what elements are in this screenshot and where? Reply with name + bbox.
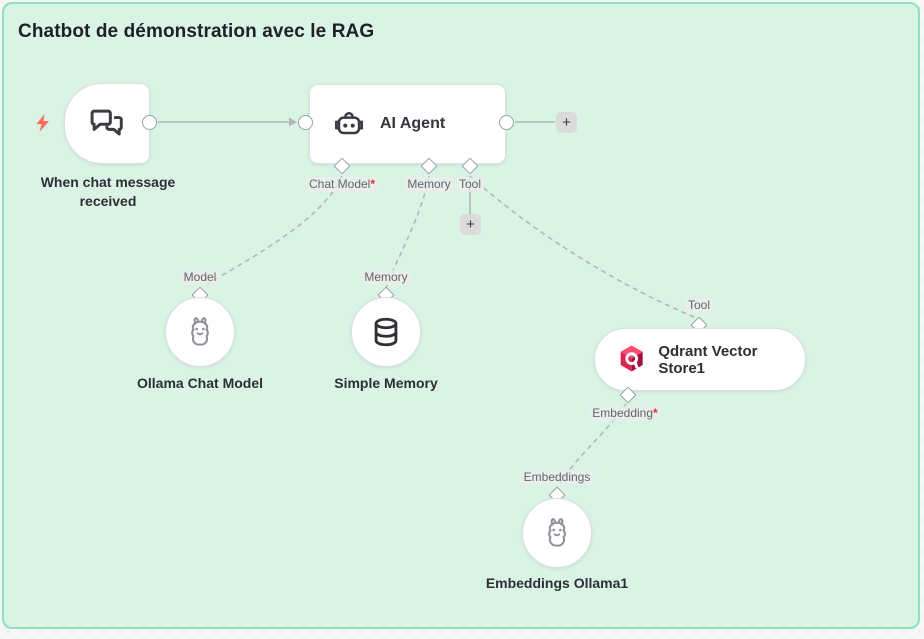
chat-bubbles-icon <box>90 109 123 136</box>
trigger-node-label: When chat message received <box>40 174 176 209</box>
node-simple-memory[interactable] <box>351 297 421 367</box>
agent-port-tool-label: Tool <box>455 177 485 192</box>
node-qdrant-vector-store[interactable]: Qdrant Vector Store1 <box>594 328 806 391</box>
workflow-canvas[interactable]: Chatbot de démonstration avec le RAG Whe… <box>2 2 920 629</box>
qdrant-tool-port-label: Tool <box>684 298 714 313</box>
simple-memory-port-label: Memory <box>361 270 411 285</box>
qdrant-node-label: Qdrant Vector Store1 <box>658 342 758 377</box>
embeddings-port-label: Embeddings <box>520 470 594 485</box>
llama-icon <box>191 317 209 346</box>
simple-memory-label: Simple Memory <box>334 375 438 391</box>
llama-icon <box>548 518 566 547</box>
edge-tool-to-qdrant <box>469 175 695 318</box>
edge-chatmodel-to-ollama <box>202 175 343 288</box>
trigger-bolt-icon <box>36 114 49 132</box>
add-tool-button[interactable]: + <box>460 214 481 235</box>
node-ai-agent[interactable]: AI Agent <box>309 84 506 164</box>
ollama-model-port-label: Model <box>180 270 220 285</box>
embeddings-ollama-label: Embeddings Ollama1 <box>485 575 629 591</box>
agent-input-port[interactable] <box>298 114 313 130</box>
agent-port-memory-label: Memory <box>404 177 454 192</box>
robot-icon <box>334 111 364 135</box>
ai-agent-node-label: AI Agent <box>380 115 446 132</box>
agent-port-chat-model-label: Chat Model* <box>305 177 379 192</box>
add-node-after-agent-button[interactable]: + <box>556 112 577 133</box>
sticky-note-title[interactable]: Chatbot de démonstration avec le RAG <box>18 21 375 42</box>
agent-output-port[interactable] <box>499 114 514 130</box>
node-ollama-chat-model[interactable] <box>165 297 235 367</box>
trigger-output-port[interactable] <box>142 114 157 130</box>
qdrant-embedding-port-label: Embedding* <box>589 406 661 421</box>
edge-arrowhead <box>289 117 297 127</box>
qdrant-logo <box>620 345 643 372</box>
node-when-chat-message-received[interactable] <box>64 83 150 164</box>
ollama-chat-model-label: Ollama Chat Model <box>136 375 264 391</box>
database-icon <box>374 317 398 347</box>
node-embeddings-ollama[interactable] <box>522 498 592 568</box>
